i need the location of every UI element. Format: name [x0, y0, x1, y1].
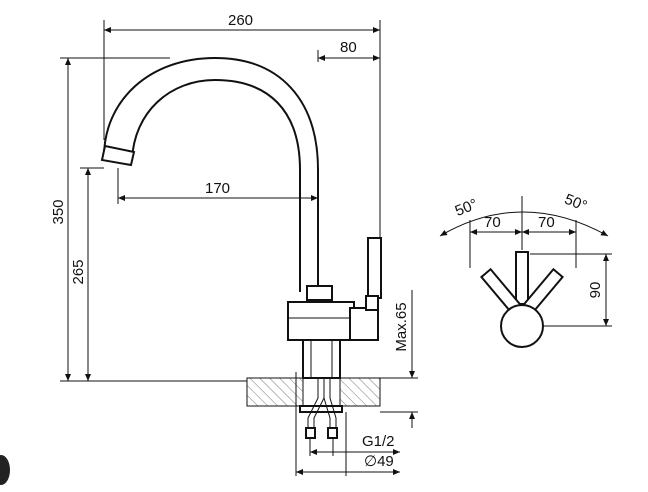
dim-lever-offset-right: 70 [538, 214, 555, 231]
dim-lever-height: 90 [587, 282, 604, 299]
dim-base-diameter: ∅49 [364, 453, 394, 470]
dim-overall-height: 350 [50, 199, 67, 224]
countertop [246, 377, 381, 413]
faucet-outline [100, 56, 382, 379]
dim-lever-angle-left: 50° [453, 196, 480, 220]
dim-spout-reach: 170 [205, 180, 230, 197]
dim-spout-height: 265 [70, 259, 87, 284]
lever-top-view [439, 196, 612, 348]
dim-lever-angle-right: 50° [562, 191, 589, 215]
dim-lever-offset-left: 70 [484, 214, 501, 231]
corner-dot [0, 455, 10, 485]
dim-overall-width: 260 [228, 12, 253, 29]
dim-max-deck: Max.65 [393, 302, 410, 351]
dim-top-right: 80 [340, 39, 357, 56]
dimension-lines [60, 20, 418, 476]
dim-thread: G1/2 [362, 433, 395, 450]
supply-hoses [305, 378, 338, 439]
